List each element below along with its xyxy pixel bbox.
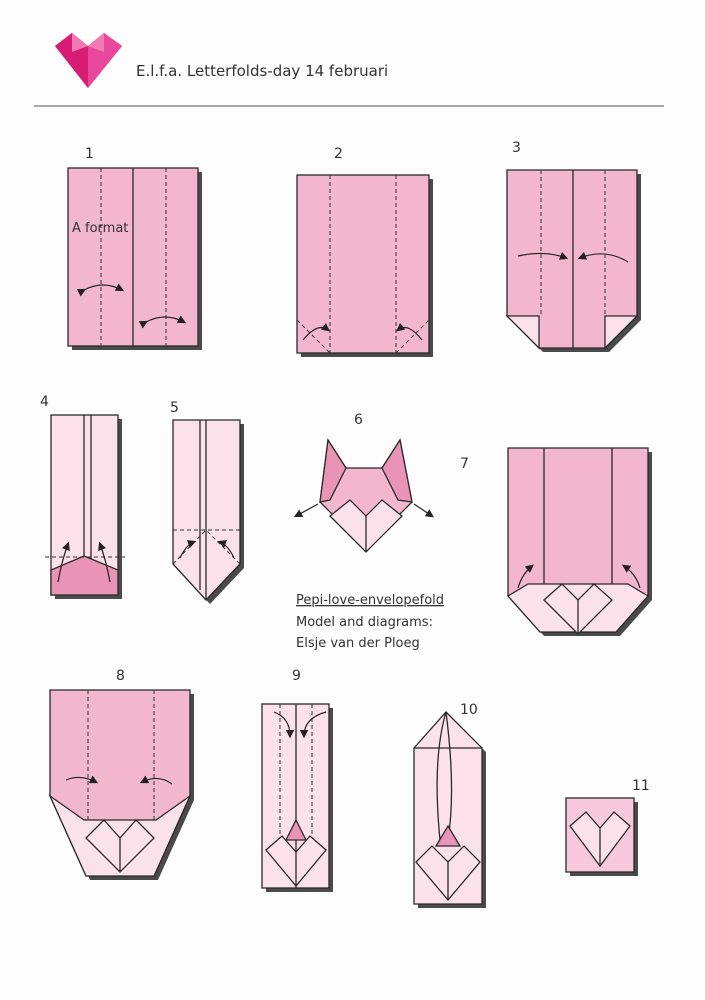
step-number: 3	[512, 140, 521, 156]
step-number: 9	[292, 668, 301, 684]
logo-heart-icon	[55, 33, 122, 88]
credits-line-1: Model and diagrams:	[296, 615, 433, 630]
step-number: 8	[116, 668, 125, 684]
step-number: 10	[460, 702, 478, 718]
step-2: 2	[296, 146, 433, 357]
step-number: 6	[354, 412, 363, 428]
step-7: 7	[460, 447, 652, 636]
credits-line-2: Elsje van der Ploeg	[296, 636, 420, 651]
step-6: 6	[293, 412, 434, 553]
model-name: Pepi-love-envelopefold	[296, 593, 444, 608]
credits-block: Pepi-love-envelopefold Model and diagram…	[296, 593, 444, 651]
step-number: 1	[85, 146, 94, 162]
step-number: 4	[40, 394, 49, 410]
step-1: 1 A format	[67, 146, 202, 350]
step-9: 9	[261, 668, 333, 892]
step-8: 8	[48, 668, 194, 880]
paper-format-note: A format	[72, 221, 128, 236]
step-4: 4	[40, 394, 125, 599]
step-11: 11	[565, 778, 650, 876]
step-number: 5	[170, 400, 179, 416]
step-number: 2	[334, 146, 343, 162]
step-number: 7	[460, 456, 469, 472]
step-10: 10	[413, 702, 486, 908]
step-5: 5	[170, 400, 244, 604]
step-number: 11	[632, 778, 650, 794]
step-3: 3	[505, 140, 641, 352]
page-title: E.l.f.a. Letterfolds-day 14 februari	[136, 62, 388, 80]
